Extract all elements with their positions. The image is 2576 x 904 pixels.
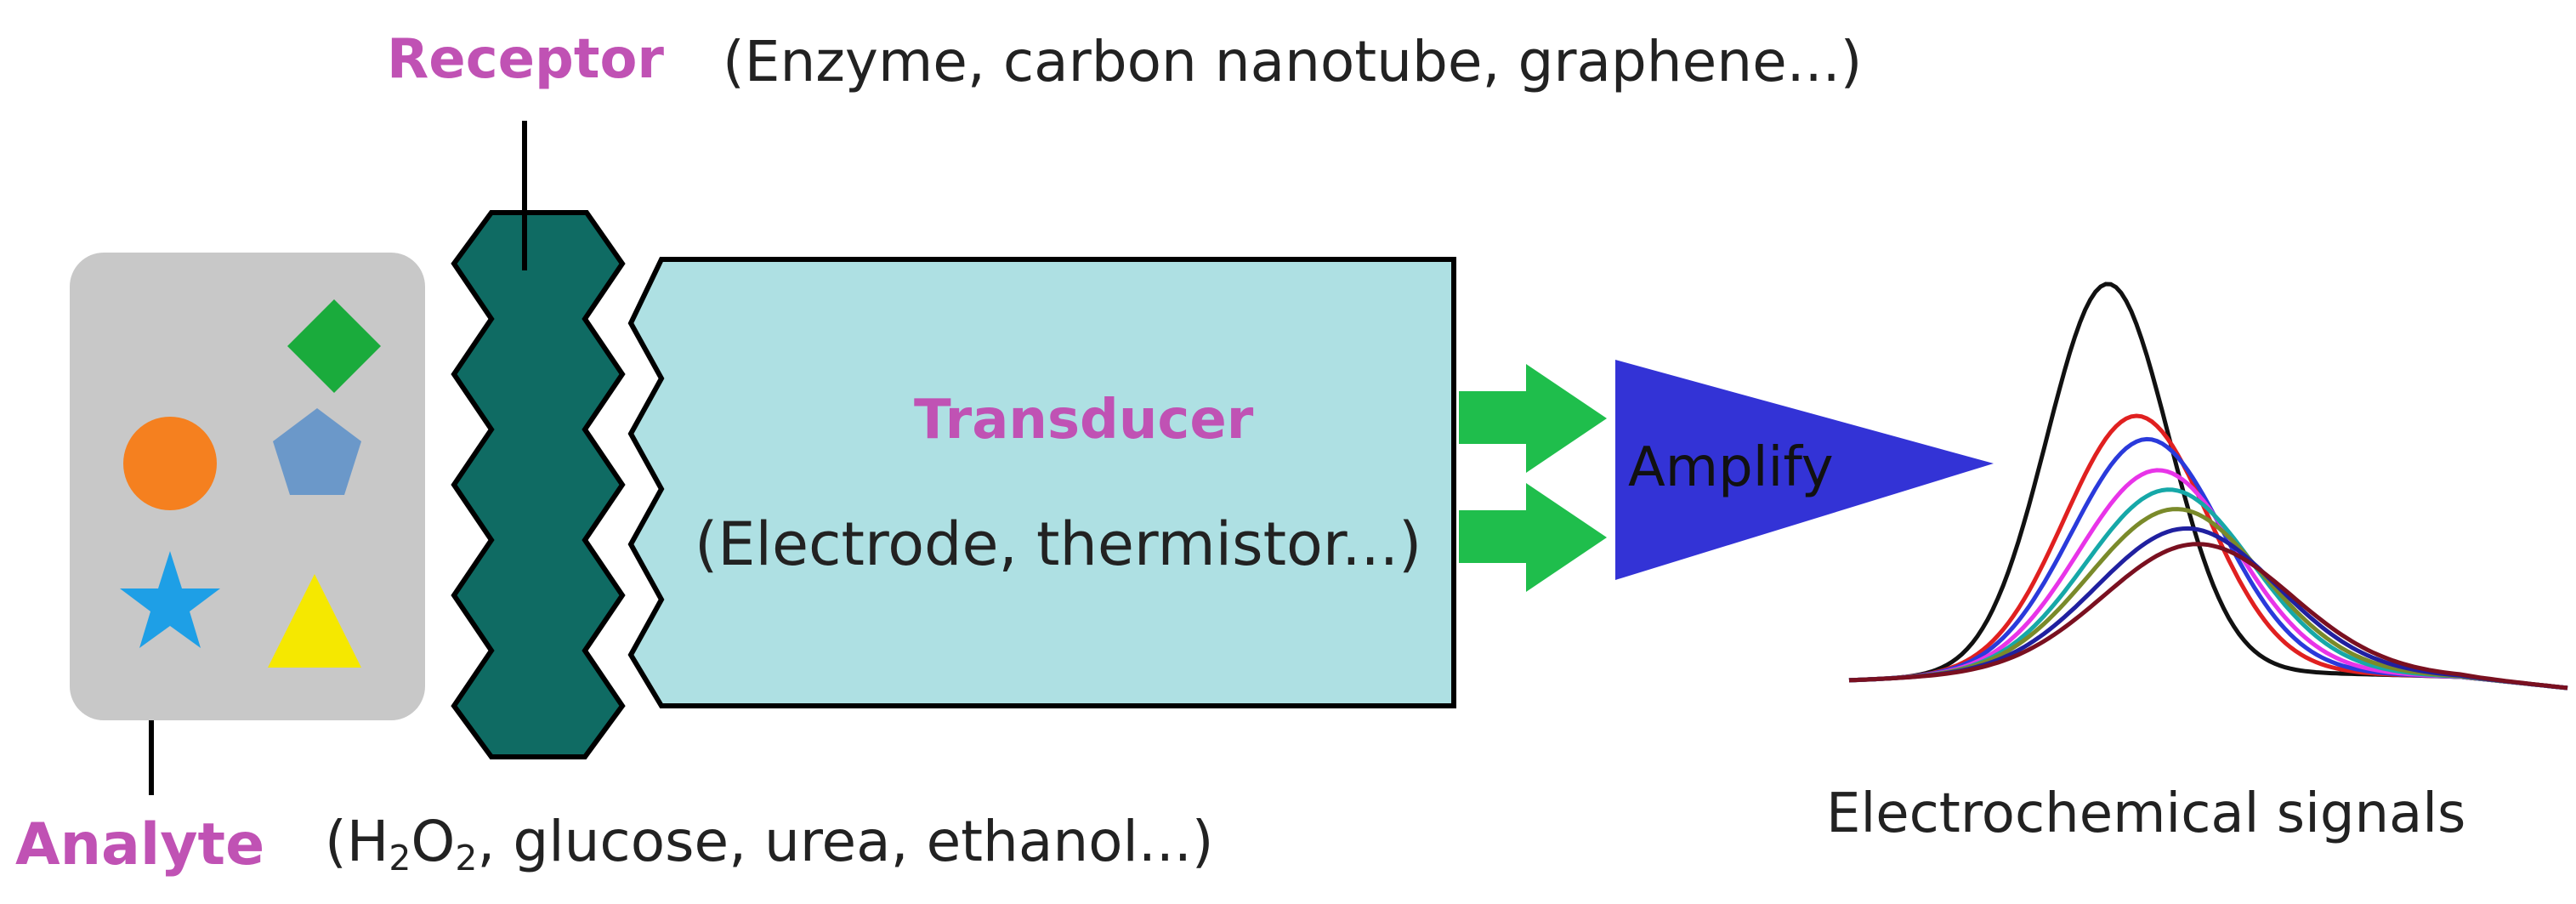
signal-curve-0 xyxy=(1848,281,2568,691)
analyte-examples-mid: O xyxy=(411,809,456,874)
amplifier-triangle xyxy=(1615,360,1994,580)
analyte-subscript: 2 xyxy=(455,838,478,879)
analyte-examples-suffix: , glucose, urea, ethanol...) xyxy=(477,809,1214,874)
signal-curve-2 xyxy=(1848,436,2568,691)
signal-curve-5 xyxy=(1848,507,2568,691)
amplify-label: Amplify xyxy=(1628,436,1834,499)
transducer-block xyxy=(627,257,1456,708)
arrow-right-icon xyxy=(1459,483,1607,592)
receptor-layer xyxy=(451,210,626,759)
circle-icon xyxy=(123,417,217,510)
signal-curve-7 xyxy=(1848,542,2568,691)
signals-label: Electrochemical signals xyxy=(1826,782,2466,845)
receptor-examples: (Enzyme, carbon nanotube, graphene...) xyxy=(723,29,1863,94)
analyte-title: Analyte xyxy=(15,811,265,878)
analyte-examples: (H2O2, glucose, urea, ethanol...) xyxy=(325,814,1214,876)
pentagon-icon xyxy=(273,408,361,495)
transducer-title: Transducer xyxy=(914,389,1254,452)
analyte-subscript: 2 xyxy=(389,838,411,879)
signal-curves xyxy=(1848,281,2568,691)
analyte-box xyxy=(70,253,425,720)
diamond-icon xyxy=(287,299,381,393)
transducer-examples: (Electrode, thermistor...) xyxy=(695,509,1422,579)
arrow-right-icon xyxy=(1459,364,1607,473)
triangle-icon xyxy=(268,574,361,668)
star-icon xyxy=(120,551,220,648)
receptor-title: Receptor xyxy=(387,28,664,91)
analyte-examples-prefix: (H xyxy=(325,809,389,874)
